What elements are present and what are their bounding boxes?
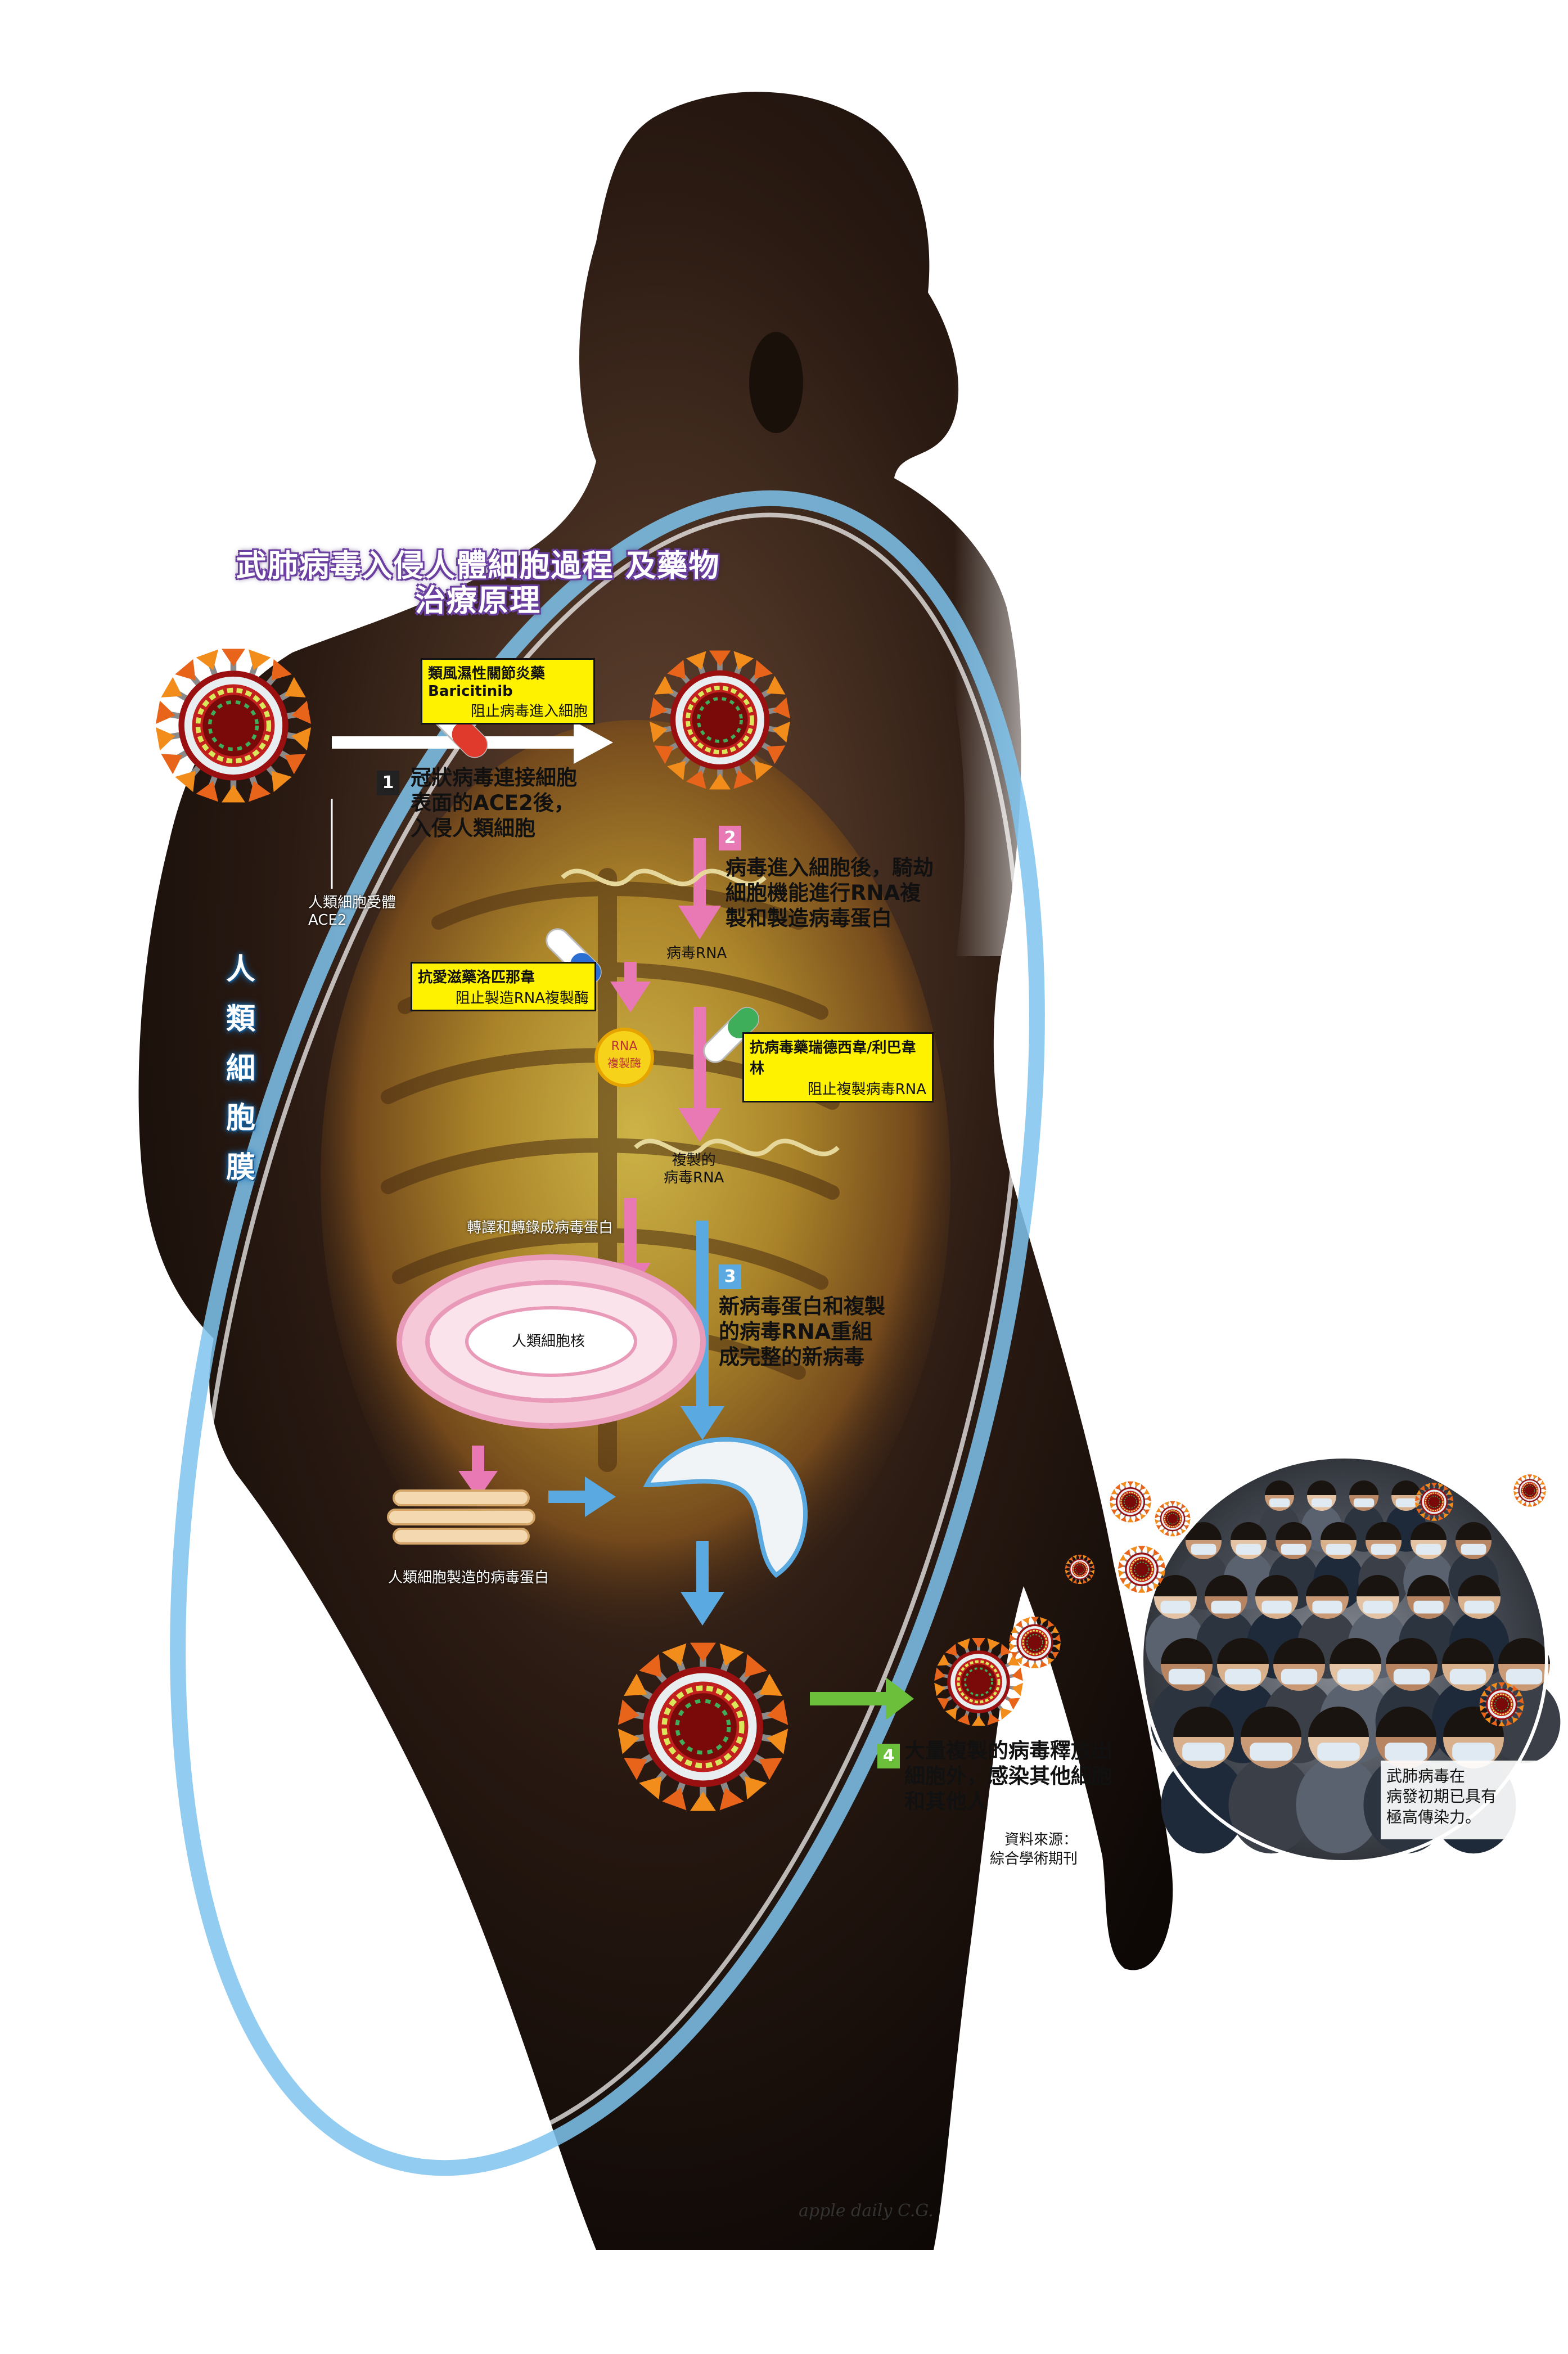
coronavirus-icon <box>156 649 311 803</box>
coronavirus-icon <box>1479 1681 1525 1727</box>
coronavirus-icon <box>1008 1615 1062 1669</box>
step-2-number: 2 <box>719 826 741 850</box>
coronavirus-icon <box>650 651 790 790</box>
rna-replicase <box>594 1028 654 1087</box>
signature: apple daily C.G. <box>799 2201 934 2221</box>
rna-enzyme-label-top: RNA <box>611 1039 638 1054</box>
golgi-apparatus <box>387 1489 535 1545</box>
cell-membrane <box>170 490 1045 2176</box>
coronavirus-icon <box>934 1638 1023 1726</box>
step-2-text: 病毒進入細胞後，騎劫 細胞機能進行RNA複 製和製造病毒蛋白 <box>726 856 934 931</box>
coronavirus-icon <box>618 1643 788 1811</box>
drug-box-remdesivir: 抗病毒藥瑞德西韋/利巴韋林 阻止複製病毒RNA <box>742 1032 934 1102</box>
drug-name: 類風濕性關節炎藥Baricitinib <box>428 665 546 700</box>
step4-arrow <box>810 1677 914 1720</box>
source-note: 資料來源： 綜合學術期刊 <box>990 1831 1078 1867</box>
cell-nucleus <box>396 1254 706 1429</box>
step-1-number: 1 <box>377 771 399 795</box>
drug-effect: 阻止病毒進入細胞 <box>470 703 588 720</box>
photo-caption: 武肺病毒在 病發初期已具有 極高傳染力。 <box>1386 1767 1497 1826</box>
coronavirus-icon <box>1117 1545 1166 1594</box>
diagram-title: 武肺病毒入侵人體細胞過程 及藥物治療原理 <box>236 548 720 619</box>
membrane-label: 人 類 細 胞 膜 <box>226 953 255 1185</box>
translate-label: 轉譯和轉錄成病毒蛋白 <box>467 1219 614 1236</box>
coronavirus-icon <box>1154 1500 1191 1537</box>
drug-effect: 阻止複製病毒RNA <box>807 1081 926 1098</box>
drug-box-baricitinib: 類風濕性關節炎藥Baricitinib 阻止病毒進入細胞 <box>421 658 595 724</box>
drug-effect: 阻止製造RNA複製酶 <box>455 990 589 1007</box>
drug-box-lopinavir: 抗愛滋藥洛匹那韋 阻止製造RNA複製酶 <box>411 962 596 1011</box>
crowd-photo <box>1140 1455 1561 1864</box>
nucleus-label: 人類細胞核 <box>512 1333 585 1350</box>
step-4-number: 4 <box>877 1744 900 1768</box>
coronavirus-icon <box>1512 1474 1547 1507</box>
drug-name: 抗病毒藥瑞德西韋/利巴韋林 <box>750 1039 916 1077</box>
receptor-label: 人類細胞受體 ACE2 <box>308 894 396 929</box>
pill-capsule-icon <box>703 1007 759 1063</box>
step-1-text: 冠狀病毒連接細胞 表面的ACE2後， 入侵人類細胞 <box>411 766 577 841</box>
step-3-number: 3 <box>719 1264 741 1289</box>
assembling-virus <box>643 1437 808 1578</box>
coronavirus-icon <box>1414 1482 1454 1522</box>
coronavirus-icon <box>1064 1554 1096 1585</box>
coronavirus-icon <box>1109 1480 1152 1523</box>
cell-proteins-label: 人類細胞製造的病毒蛋白 <box>388 1569 549 1586</box>
replicated-rna-label: 複製的 病毒RNA <box>664 1152 724 1187</box>
step-4-text: 大量複製的病毒釋放出 細胞外，感染其他細胞 和其他人 <box>904 1739 1112 1814</box>
step-3-text: 新病毒蛋白和複製 的病毒RNA重組 成完整的新病毒 <box>719 1294 885 1370</box>
viral-rna-strand <box>561 868 840 1156</box>
drug-name: 抗愛滋藥洛匹那韋 <box>418 969 535 986</box>
rna-enzyme-label-bottom: 複製酶 <box>607 1056 641 1070</box>
viral-rna-label: 病毒RNA <box>666 945 727 962</box>
